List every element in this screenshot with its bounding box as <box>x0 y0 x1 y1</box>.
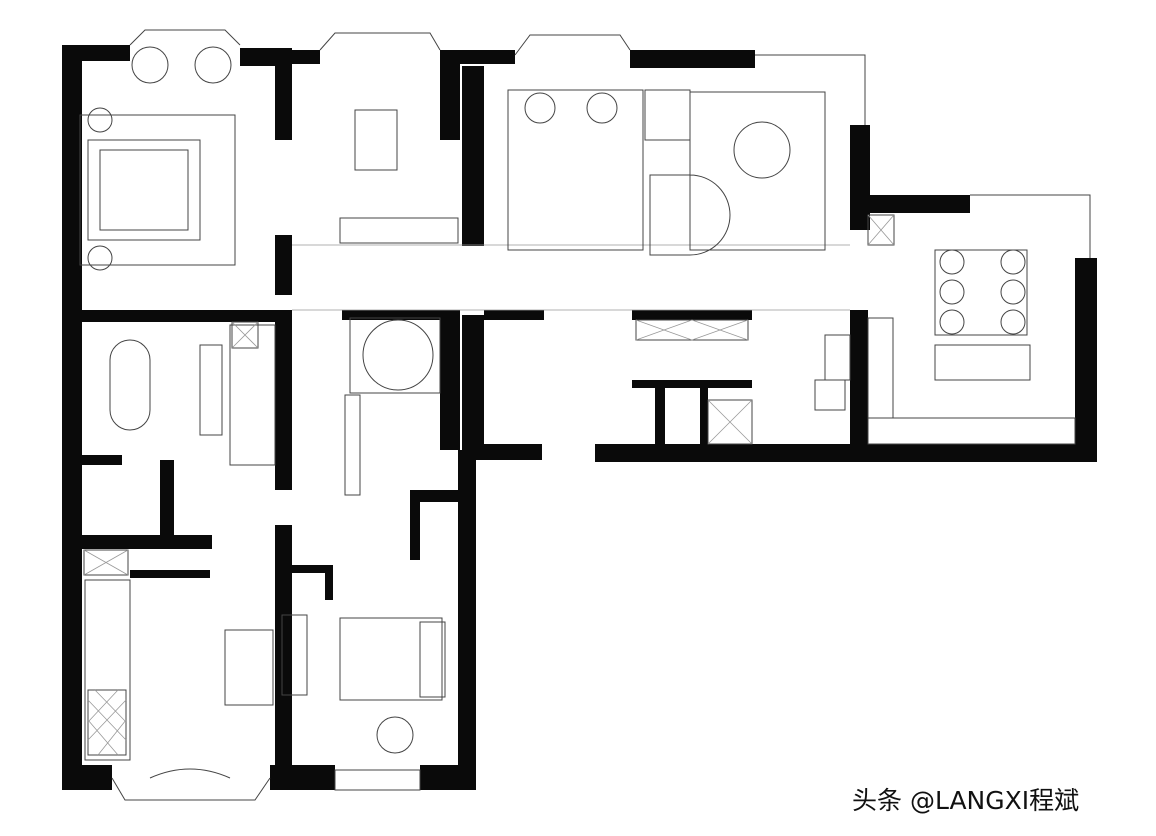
furniture <box>79 89 1076 779</box>
window-outlines <box>111 29 1091 801</box>
round-furniture <box>87 46 1026 754</box>
watermark-text: 头条 @LANGXI程斌 <box>852 786 1080 815</box>
floor-lines <box>292 244 850 311</box>
cabinet-crosses <box>83 214 895 756</box>
